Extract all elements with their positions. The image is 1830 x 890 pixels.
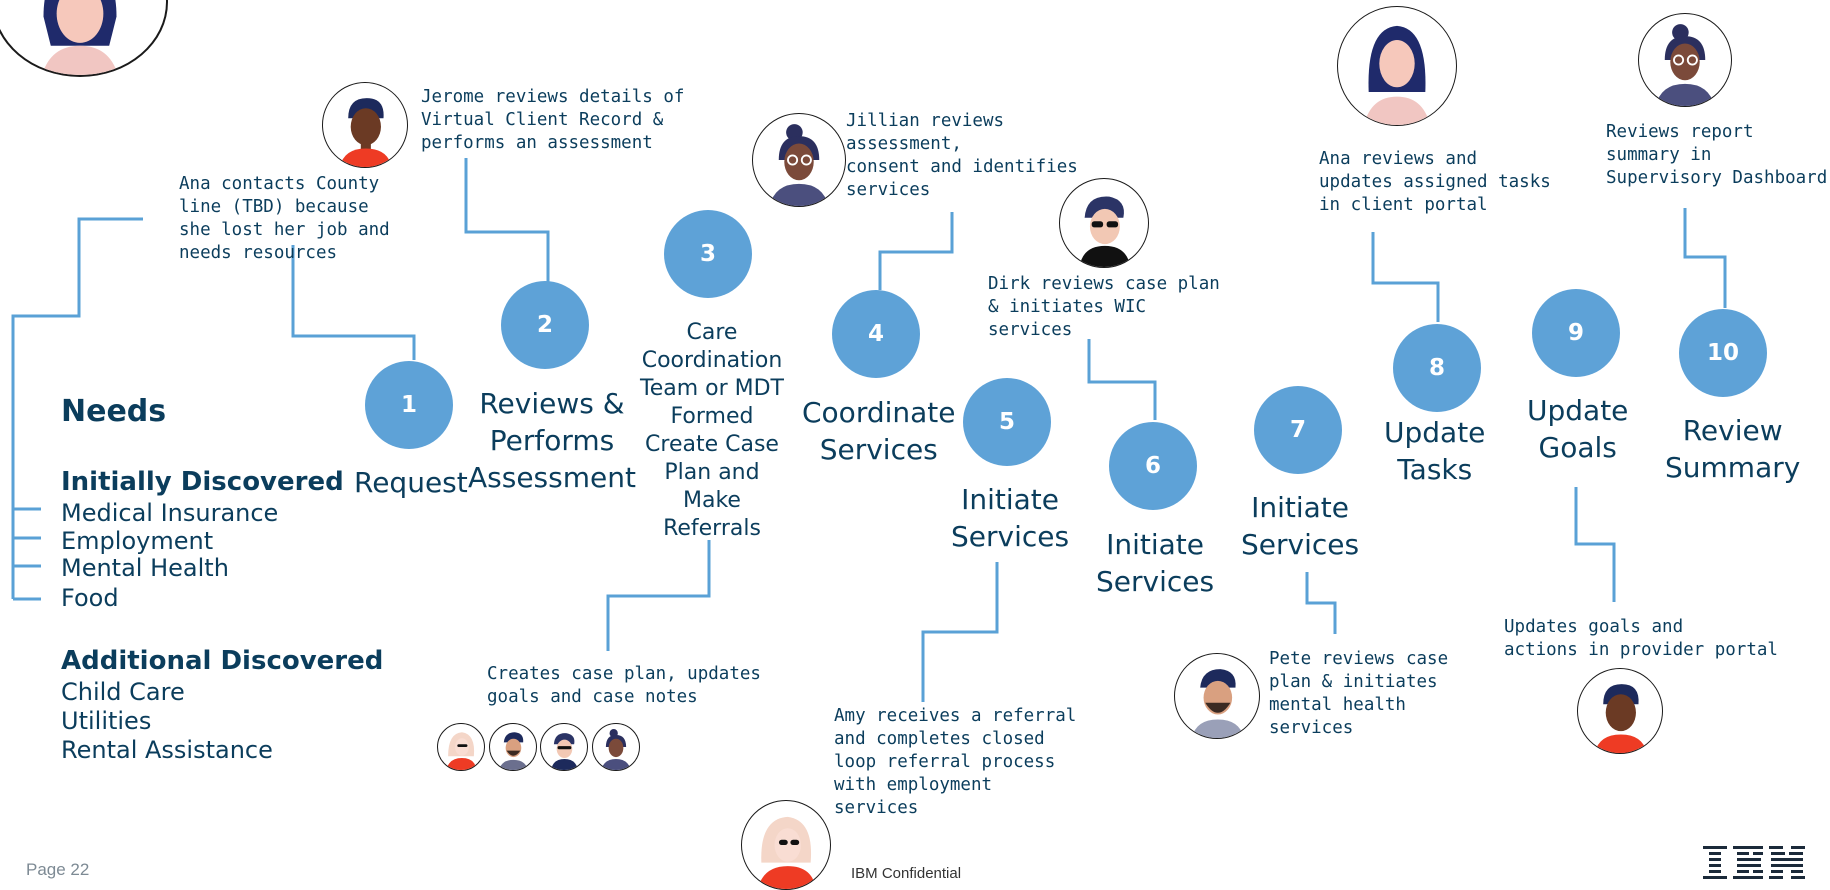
note-pete: Pete reviews case plan & initiates menta… — [1269, 649, 1449, 738]
man-beard-portrait-icon — [1191, 669, 1244, 738]
note-jillian: Jillian reviews assessment, consent and … — [846, 111, 1078, 200]
step-label-7: Initiate Services — [1241, 491, 1360, 561]
step-label-8: Update Tasks — [1384, 416, 1486, 486]
woman-sunglasses-portrait-icon — [757, 816, 816, 889]
page-number: Page 22 — [26, 860, 90, 879]
connector-5-to-amy — [921, 562, 999, 702]
ibm-logo-icon — [1703, 846, 1805, 879]
team-avatar-2 — [489, 723, 537, 771]
step-circle-4: 4 — [832, 290, 920, 378]
step-label-10: Review Summary — [1665, 414, 1801, 484]
connector-needs-tick — [13, 507, 41, 601]
step-circle-1: 1 — [365, 361, 453, 449]
step-circle-10: 10 — [1679, 309, 1767, 397]
man-portrait-icon — [339, 98, 392, 167]
step-label-3: Care Coordination Team or MDT Formed Cre… — [640, 320, 784, 541]
note-case-plan: Creates case plan, updates goals and cas… — [487, 664, 761, 707]
team-avatar-4 — [592, 723, 640, 771]
needs-additional-heading: Additional Discovered — [61, 646, 384, 676]
confidential-label: IBM Confidential — [851, 865, 962, 882]
woman-glasses-portrait-icon — [769, 124, 829, 206]
step-circle-9: 9 — [1532, 289, 1620, 377]
pete-avatar — [1174, 653, 1260, 739]
man-beard-portrait-icon — [499, 732, 528, 770]
step-label-5: Initiate Services — [951, 483, 1070, 553]
needs-additional-item: Rental Assistance — [61, 736, 273, 764]
connector-3-to-caseplan — [606, 540, 711, 651]
man-portrait-icon — [1594, 684, 1647, 753]
step-circle-8: 8 — [1393, 324, 1481, 412]
ana-avatar-2 — [1337, 6, 1457, 126]
note-jerome: Jerome reviews details of Virtual Client… — [421, 87, 685, 153]
note-amy: Amy receives a referral and completes cl… — [834, 706, 1077, 818]
step-circle-2: 2 — [501, 281, 589, 369]
step-label-2: Reviews & Performs Assessment — [468, 387, 636, 494]
step-label-1: Request — [354, 466, 468, 499]
connector-7-to-pete — [1305, 572, 1337, 634]
connector-jerome-to-2 — [464, 158, 550, 283]
step-circle-3: 3 — [664, 210, 752, 298]
needs-additional-item: Child Care — [61, 678, 185, 706]
connector-jillian-to-4 — [878, 212, 954, 290]
needs-initial-item: Mental Health — [61, 554, 229, 582]
connector-report-to-10 — [1683, 208, 1727, 308]
ana-avatar — [0, 0, 168, 77]
dirk-avatar — [1059, 178, 1149, 268]
team-avatar-3 — [540, 723, 588, 771]
note-ana-contacts: Ana contacts County line (TBD) because s… — [179, 174, 390, 263]
needs-initial-item: Medical Insurance — [61, 499, 279, 527]
man-sunglasses-portrait-icon — [551, 733, 578, 770]
supervisor-avatar — [1638, 13, 1732, 107]
woman-portrait-icon — [446, 732, 477, 770]
woman-glasses-portrait-icon — [1655, 24, 1715, 106]
needs-additional-item: Utilities — [61, 707, 152, 735]
note-ana-updates: Ana reviews and updates assigned tasks i… — [1319, 149, 1551, 215]
connector-dirk-to-6 — [1087, 339, 1157, 420]
team-avatar-1 — [437, 723, 485, 771]
needs-initial-item: Employment — [61, 527, 214, 555]
step-circle-6: 6 — [1109, 422, 1197, 510]
step-circle-5: 5 — [963, 378, 1051, 466]
step-label-9: Update Goals — [1527, 394, 1629, 464]
needs-initial-heading: Initially Discovered — [61, 467, 344, 497]
step-label-4: Coordinate Services — [802, 396, 956, 466]
woman-portrait-icon — [1363, 25, 1431, 125]
woman-portrait-icon — [7, 0, 153, 75]
step-label-6: Initiate Services — [1096, 528, 1215, 598]
note-report: Reviews report summary in Supervisory Da… — [1606, 122, 1828, 188]
amy-avatar — [741, 800, 831, 890]
woman-glasses-portrait-icon — [601, 729, 631, 770]
note-goals: Updates goals and actions in provider po… — [1504, 617, 1778, 660]
step-circle-7: 7 — [1254, 386, 1342, 474]
needs-initial-item: Food — [61, 584, 119, 612]
connector-9-to-goals — [1574, 487, 1616, 602]
needs-title: Needs — [61, 394, 167, 429]
note-dirk: Dirk reviews case plan & initiates WIC s… — [988, 274, 1220, 340]
connector-ana-to-8 — [1371, 232, 1440, 322]
man-sunglasses-portrait-icon — [1079, 196, 1131, 267]
jillian-avatar — [752, 113, 846, 207]
jerome-avatar — [322, 82, 408, 168]
provider-avatar — [1577, 668, 1663, 754]
